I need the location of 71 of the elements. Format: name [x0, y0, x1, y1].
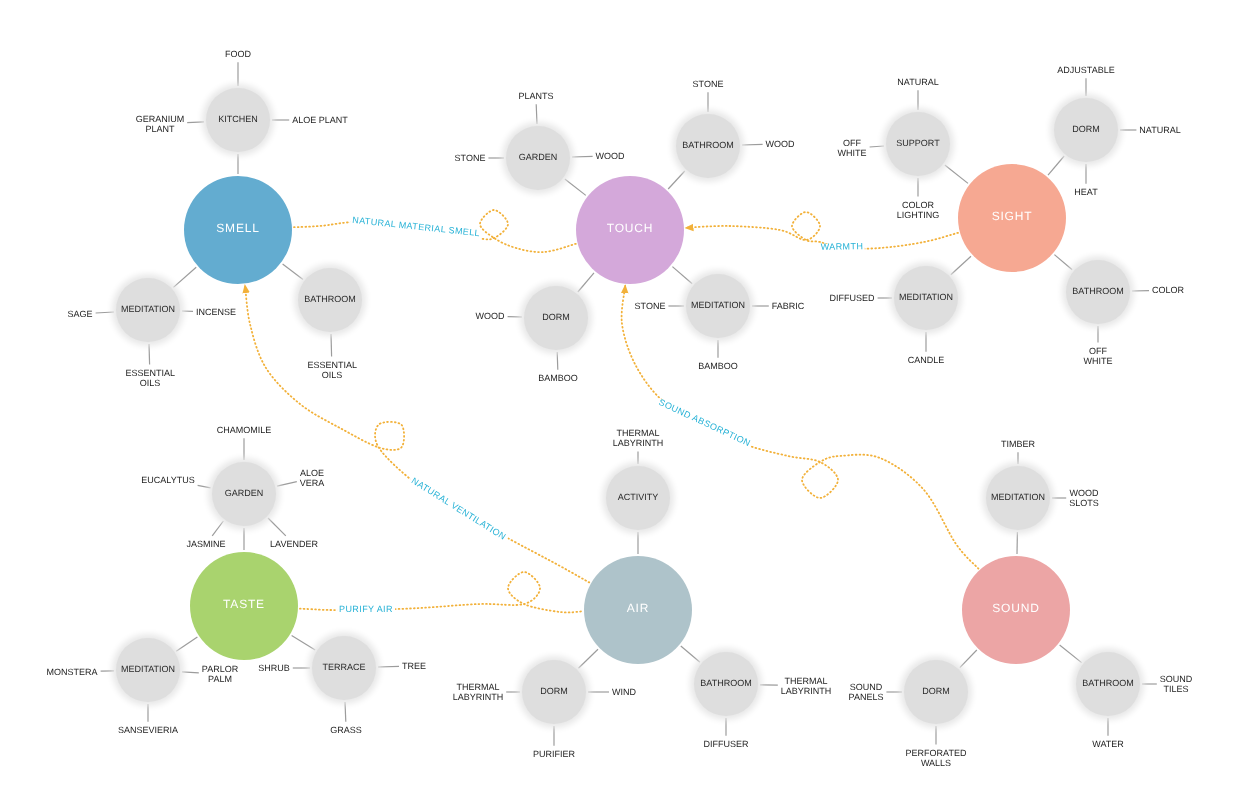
connector-line [637, 450, 639, 465]
connector-line [1051, 497, 1067, 499]
connector-line [535, 103, 538, 125]
connector-line [564, 178, 587, 196]
connector-line [95, 311, 115, 314]
connector-line [741, 143, 764, 146]
connector-line [186, 121, 205, 124]
connector-line [869, 145, 885, 148]
connector-line [292, 667, 311, 669]
dotted-arrow [684, 211, 959, 250]
connector-line [1097, 325, 1099, 344]
connector-line [725, 717, 727, 737]
connector-line [885, 691, 903, 693]
connector-line [707, 91, 709, 113]
connector-line [1085, 77, 1087, 97]
connector-line [344, 701, 347, 723]
connector-line [667, 170, 686, 190]
connector-line [181, 671, 200, 674]
connector-line [377, 665, 400, 668]
connector-line [577, 272, 595, 293]
connector-line [487, 157, 505, 159]
connector-line [950, 255, 972, 276]
connector-line [291, 635, 316, 651]
connector-line [1017, 451, 1019, 465]
connector-line [959, 649, 978, 669]
connector-line [267, 517, 287, 537]
connector-line [759, 684, 779, 686]
connector-line [751, 305, 770, 307]
connector-line [556, 351, 559, 371]
connector-line [637, 531, 639, 555]
connector-line [717, 339, 719, 359]
connector-line [577, 648, 599, 669]
connector-line [1047, 155, 1065, 176]
connector-line [587, 691, 610, 693]
connector-line [1053, 254, 1073, 271]
connector-line [1119, 129, 1137, 131]
connector-line [925, 331, 927, 353]
connector-line [1141, 683, 1158, 685]
connector-line [237, 153, 239, 175]
connector-line [1131, 290, 1150, 292]
connector-line [243, 437, 245, 461]
connector-line [197, 484, 212, 489]
connector-line [505, 691, 521, 693]
connector-line [917, 177, 919, 198]
connector-line [181, 310, 194, 312]
connector-line [507, 316, 523, 318]
connector-line [243, 527, 245, 551]
connector-line [100, 670, 115, 672]
connector-line [330, 333, 333, 358]
connector-line [571, 155, 594, 158]
connector-line [148, 343, 151, 366]
connector-line [917, 89, 919, 111]
connector-line [1059, 644, 1083, 664]
connector-line [935, 725, 937, 746]
connector-line [237, 61, 239, 87]
connector-line [680, 645, 701, 663]
connector-line [211, 520, 224, 537]
connector-line [1107, 717, 1109, 737]
connector-line [671, 266, 693, 285]
connector-line [282, 263, 304, 280]
connector-line [276, 481, 298, 487]
connector-line [877, 297, 893, 299]
connector-line [147, 703, 149, 723]
connector-line [1016, 531, 1018, 555]
connector-line [175, 636, 198, 652]
connector-line [1085, 163, 1087, 185]
connector-line [271, 119, 290, 121]
connector-line [553, 725, 555, 747]
connector-line [667, 305, 685, 307]
connector-line [944, 164, 969, 184]
connector-line [172, 266, 197, 288]
